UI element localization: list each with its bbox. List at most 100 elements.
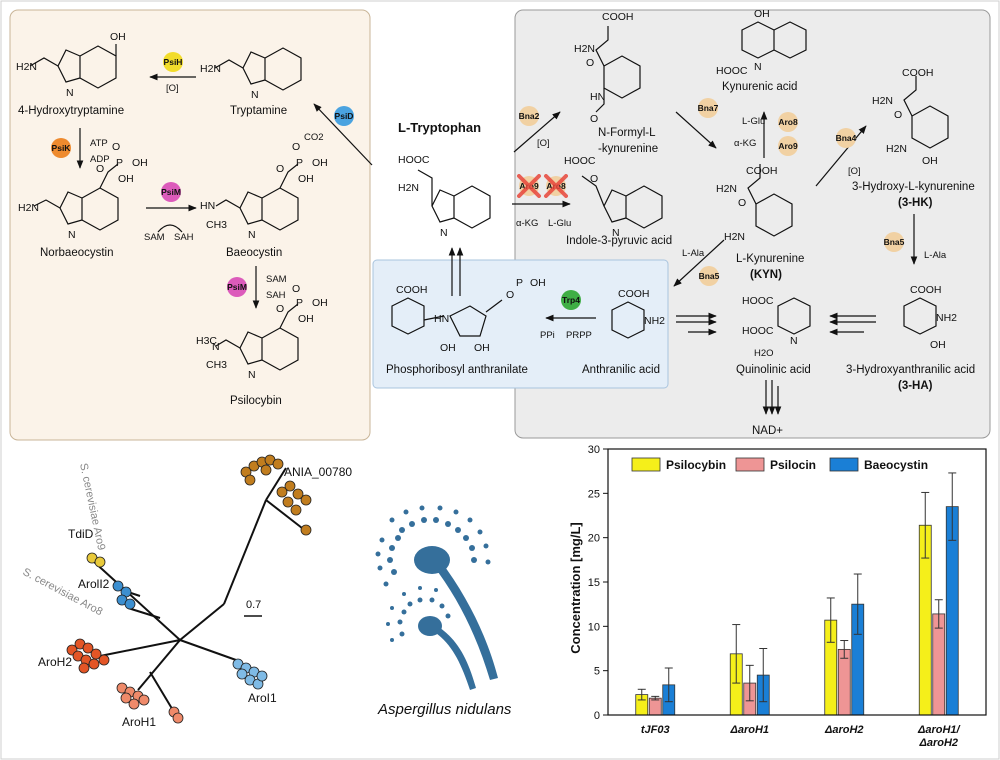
- psih-label: PsiH: [164, 57, 183, 67]
- cofactor-curve: [157, 224, 183, 233]
- psid-reaction-arrow: [313, 103, 373, 166]
- oh-label: OH: [530, 277, 546, 289]
- cooh-label: COOH: [746, 165, 778, 177]
- psih-enzyme-badge: [163, 52, 183, 72]
- compound-baeocystin: Baeocystin: [226, 247, 282, 259]
- o-label: O: [738, 197, 746, 209]
- clade-aroi2: [112, 580, 136, 610]
- chart-y-tick-label: 15: [588, 577, 600, 589]
- chart-plot-area: [607, 448, 987, 716]
- norbaeocystin-structure: H2N O P O OH OH N: [18, 141, 148, 241]
- tryptophan-structure: HOOC H2N N: [398, 154, 491, 239]
- psilocybin-pathway-panel: [9, 9, 371, 441]
- chart-bars: [635, 472, 959, 716]
- n-label: N: [790, 335, 798, 347]
- nh2-label: NH2: [936, 312, 957, 324]
- bna4-enzyme-badge: [836, 128, 856, 148]
- nh-label: N: [251, 89, 259, 101]
- tree-leaf-aroh2: AroH2: [38, 655, 72, 669]
- hooc-label: HOOC: [742, 325, 774, 337]
- compound-kynurenic-acid: Kynurenic acid: [722, 81, 797, 93]
- chart-bar: [932, 613, 946, 716]
- o-label: O: [590, 113, 598, 125]
- chart-y-tick-label: 25: [588, 488, 600, 500]
- cofactor-sam: SAM: [144, 232, 165, 243]
- organism-label: Aspergillus nidulans: [377, 701, 512, 718]
- oh-label: OH: [474, 342, 490, 354]
- p-label: P: [296, 157, 303, 169]
- psim-enzyme-badge-1: [161, 182, 181, 202]
- nh-label: N: [68, 229, 76, 241]
- oh-label: OH: [110, 31, 126, 43]
- anthranilate-panel: [372, 259, 669, 389]
- aro9-label-kyn: Aro9: [778, 141, 798, 151]
- cofactor-o: [O]: [166, 83, 179, 94]
- chart-x-tick-label: ΔaroH2: [918, 737, 958, 749]
- oh-label: OH: [754, 8, 770, 20]
- o-label: O: [276, 303, 284, 315]
- compound-tryptamine: Tryptamine: [230, 105, 287, 117]
- cofactor-akg: α-KG: [734, 138, 756, 149]
- o-label: O: [590, 173, 598, 185]
- compound-norbaeocystin: Norbaeocystin: [40, 247, 114, 259]
- cofactor-l-glu: L-Glu: [742, 116, 765, 127]
- h2n-label: H2N: [18, 202, 39, 214]
- o-label: O: [292, 283, 300, 295]
- bna5-label-hk: Bna5: [884, 237, 905, 247]
- chart-legend-swatch: [829, 457, 859, 472]
- nh-label: N: [248, 369, 256, 381]
- nh-label: N: [440, 227, 448, 239]
- knockout-cross-icon: [517, 174, 568, 198]
- o-label: O: [96, 163, 104, 175]
- cofactor-akg: α-KG: [516, 218, 538, 229]
- chart-bar: [837, 648, 851, 716]
- n-label: N: [212, 341, 220, 353]
- h2n-label: H2N: [16, 61, 37, 73]
- oh-label: OH: [298, 313, 314, 325]
- cooh-label: COOH: [618, 288, 650, 300]
- quinolinic-acid-structure: HOOC HOOC N H2O: [742, 295, 811, 359]
- compound-l-kynurenine: L-Kynurenine: [736, 253, 804, 265]
- oh-label: OH: [312, 297, 328, 309]
- psim-label-2: PsiM: [227, 282, 247, 292]
- bna2-reaction-arrow: [513, 111, 561, 153]
- cofactor-prpp: PRPP: [566, 330, 592, 341]
- psim-label-1: PsiM: [161, 187, 181, 197]
- tree-leaf-ania: ANIA_00780: [284, 465, 352, 479]
- chart-y-tick-label: 10: [588, 621, 600, 633]
- h3c-label: H3C: [196, 335, 217, 347]
- bna2-enzyme-badge: [519, 106, 539, 126]
- oh-label: OH: [440, 342, 456, 354]
- tree-leaf-aroi1: AroI1: [248, 691, 277, 705]
- oh-label: OH: [298, 173, 314, 185]
- oh-label: OH: [922, 155, 938, 167]
- chart-y-tick-label: 5: [594, 666, 600, 678]
- bna7-reaction-arrow: [675, 111, 717, 149]
- tree-leaf-tdid: TdiD: [68, 527, 94, 541]
- bna4-label: Bna4: [836, 133, 857, 143]
- compound-phosphoribosyl-anthranilate: Phosphoribosyl anthranilate: [386, 364, 528, 376]
- nh-label: N: [248, 229, 256, 241]
- tree-leaf-aroi2: ArolI2: [78, 577, 110, 591]
- p-label: P: [516, 277, 523, 289]
- kynurenine-structure: COOH H2N O H2N: [716, 164, 793, 243]
- chart-x-tick-label: ΔaroH1/: [917, 724, 962, 736]
- chart-bar: [648, 697, 662, 716]
- compound-kyn-abbr: (KYN): [750, 269, 782, 281]
- h2n-label: H2N: [716, 183, 737, 195]
- compound-indole-3-pyruvic-acid: Indole-3-pyruvic acid: [566, 235, 672, 247]
- hooc-label: HOOC: [398, 154, 430, 166]
- oh-label: OH: [132, 157, 148, 169]
- hn-label: HN: [434, 313, 449, 325]
- tree-leaf-aroh1: AroH1: [122, 715, 156, 729]
- chart-legend-label: Psilocybin: [666, 458, 726, 472]
- bna5-enzyme-badge-kyn: [699, 266, 719, 286]
- o-label: O: [894, 109, 902, 121]
- compound-3-ha-abbr: (3-HA): [898, 380, 933, 392]
- pra-structure: COOH HN O P OH OH OH: [391, 277, 546, 354]
- cooh-label: COOH: [902, 67, 934, 79]
- phylogenetic-tree: [91, 467, 303, 713]
- psilocybin-structure: H3C N CH3 O P O OH OH N: [196, 283, 328, 381]
- hooc-label: HOOC: [742, 295, 774, 307]
